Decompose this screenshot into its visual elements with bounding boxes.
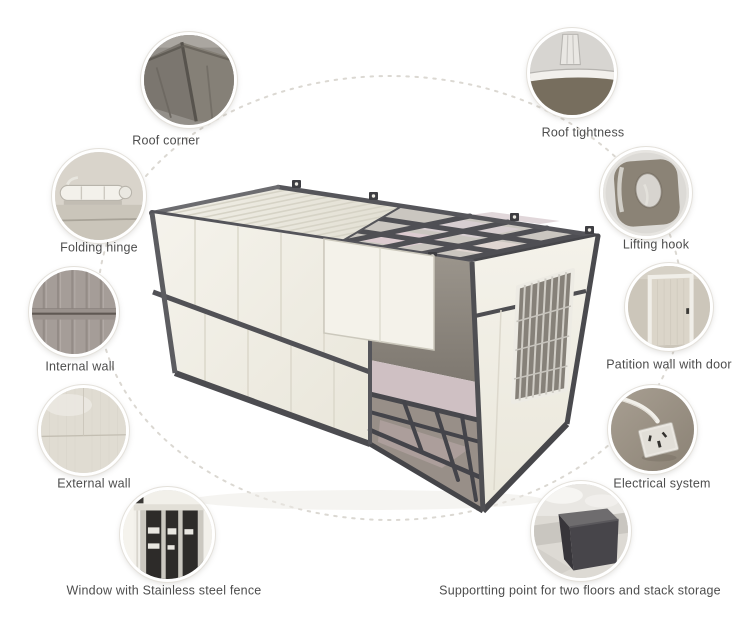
callout-roof-tightness [527,28,617,118]
callout-label-folding-hinge: Folding hinge [60,240,138,255]
sliding-panel [323,238,435,351]
callout-internal-wall [29,267,119,357]
external-wall-image [41,388,126,473]
callout-label-electrical-system: Electrical system [613,476,711,491]
supporting-point-image [534,484,628,578]
end-wall [469,235,601,514]
callout-label-external-wall: External wall [57,476,131,491]
electrical-system-image [610,387,694,471]
internal-wall-image [32,270,116,354]
callout-label-roof-tightness: Roof tightness [541,125,625,140]
callout-roof-corner [141,32,237,128]
callout-window-fence [119,486,215,582]
partition-door-image [628,266,710,348]
callout-electrical-system [607,384,697,474]
front-wall [149,212,372,447]
folding-hinge-image [55,152,143,240]
callout-label-supporting-point: Supportting point for two floors and sta… [439,583,721,598]
window-fence-image [122,489,212,579]
callout-label-lifting-hook: Lifting hook [622,237,690,252]
callout-partition-door [625,263,713,351]
callout-label-roof-corner: Roof corner [132,133,200,148]
callout-label-window-fence: Window with Stainless steel fence [66,583,262,598]
barred-window [511,268,575,404]
roof-corner-image [144,35,234,125]
callout-label-partition-door: Patition wall with door [606,357,732,372]
lifting-hook-image [603,150,689,236]
roof-tightness-image [530,31,614,115]
callout-label-internal-wall: Internal wall [45,359,115,374]
callout-folding-hinge [52,149,146,243]
callout-external-wall [38,385,129,476]
callout-supporting-point [531,481,631,581]
callout-lifting-hook [600,147,692,239]
